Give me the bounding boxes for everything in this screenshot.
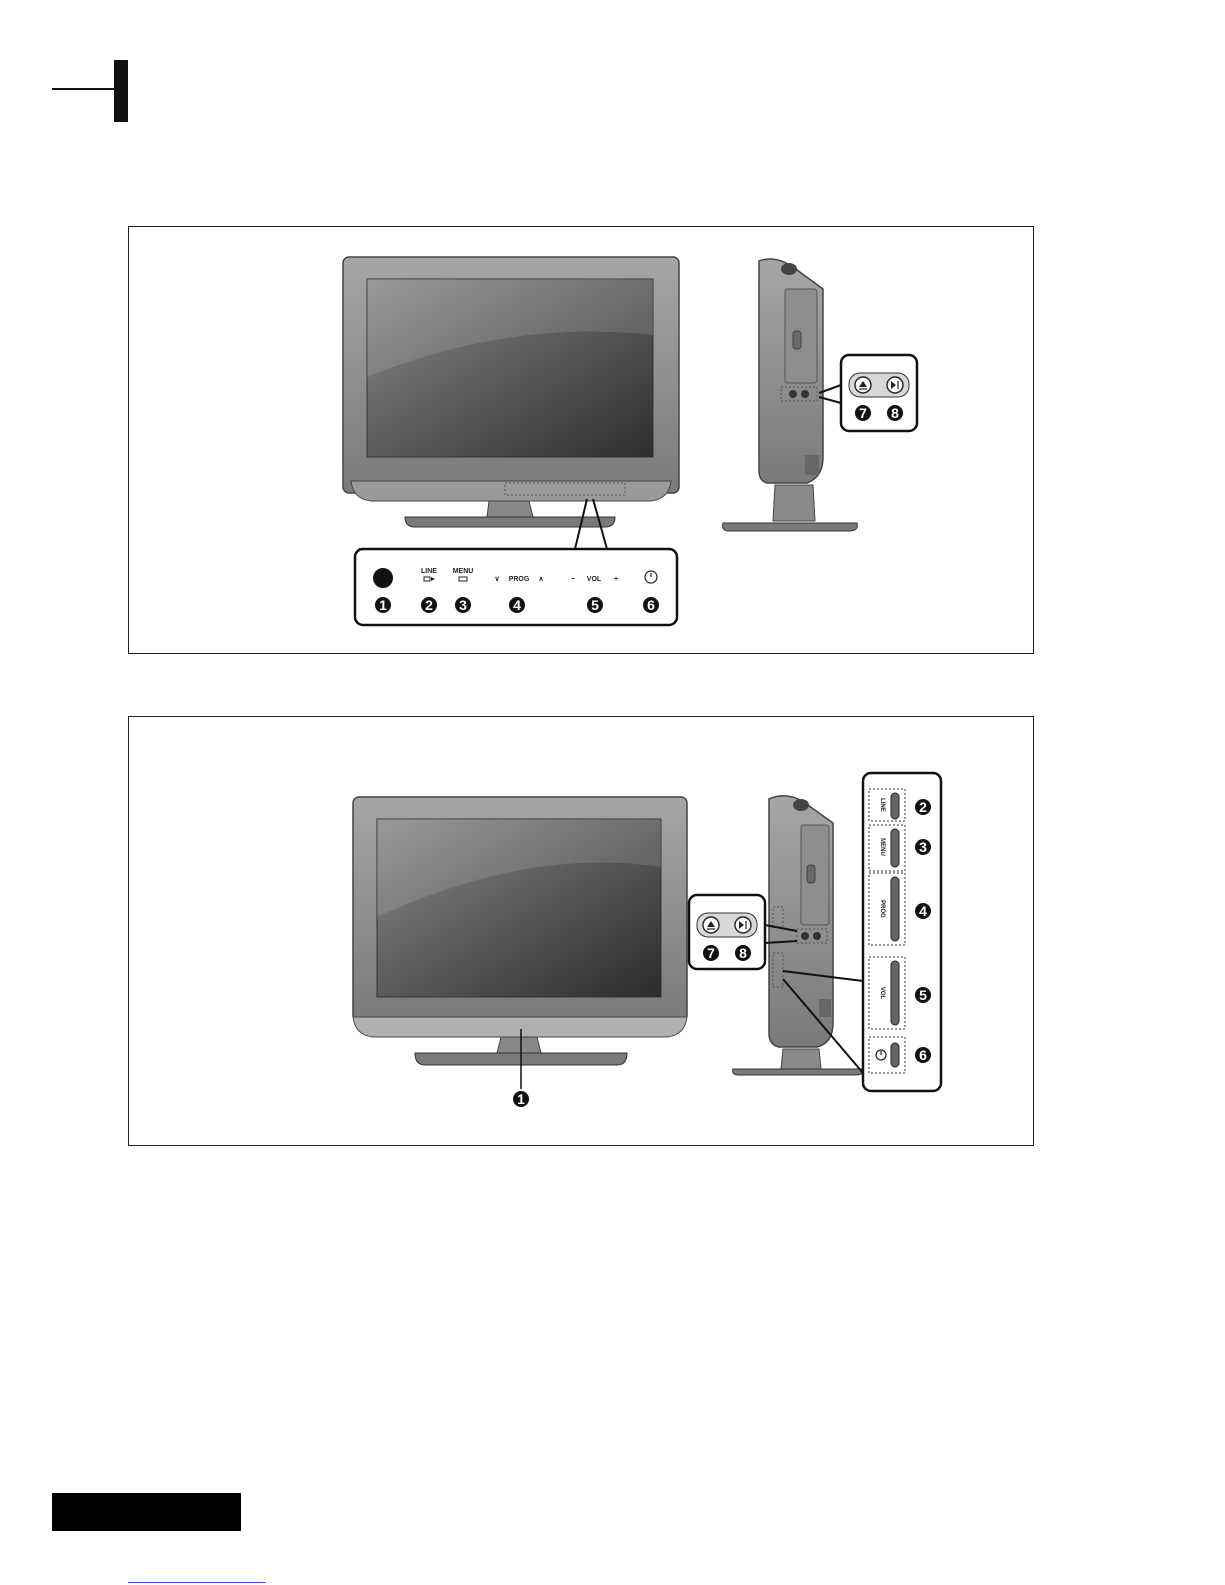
svg-text:7: 7 bbox=[707, 945, 715, 961]
tv-front-illustration bbox=[343, 257, 679, 527]
svg-text:3: 3 bbox=[459, 597, 467, 613]
footer-link-underline[interactable] bbox=[128, 1582, 266, 1583]
svg-text:6: 6 bbox=[919, 1047, 927, 1063]
vol-plus-symbol: + bbox=[614, 576, 618, 583]
remote-sensor bbox=[373, 568, 393, 588]
figure-side-controls: 1 bbox=[128, 716, 1034, 1146]
svg-text:4: 4 bbox=[919, 903, 927, 919]
callout-badge-3: 3 bbox=[915, 839, 931, 855]
callout-badge-7: 7 bbox=[703, 945, 719, 961]
svg-text:1: 1 bbox=[379, 597, 387, 613]
svg-text:1: 1 bbox=[517, 1091, 525, 1107]
front-control-strip: LINE MENU ∨ PROG ∧ − VOL + 1 2 3 4 5 6 bbox=[355, 549, 677, 625]
side-jack-callout: 7 8 bbox=[689, 895, 765, 969]
callout-badge-7: 7 bbox=[855, 405, 871, 421]
svg-text:2: 2 bbox=[425, 597, 433, 613]
callout-badge-6: 6 bbox=[915, 1047, 931, 1063]
svg-text:3: 3 bbox=[919, 839, 927, 855]
callout-badge-2: 2 bbox=[421, 597, 437, 613]
svg-text:7: 7 bbox=[859, 405, 867, 421]
callout-badge-4: 4 bbox=[509, 597, 525, 613]
svg-text:8: 8 bbox=[891, 405, 899, 421]
menu-label-vertical: MENU bbox=[879, 838, 885, 856]
prog-label-vertical: PROG bbox=[879, 900, 885, 918]
svg-text:8: 8 bbox=[739, 945, 747, 961]
svg-text:6: 6 bbox=[647, 597, 655, 613]
svg-text:4: 4 bbox=[513, 597, 521, 613]
svg-text:2: 2 bbox=[919, 799, 927, 815]
callout-badge-8: 8 bbox=[887, 405, 903, 421]
callout-badge-4: 4 bbox=[915, 903, 931, 919]
header-rule bbox=[52, 88, 116, 90]
callout-badge-5: 5 bbox=[587, 597, 603, 613]
vol-minus-symbol: − bbox=[571, 576, 575, 583]
callout-badge-8: 8 bbox=[735, 945, 751, 961]
side-control-strip: LINE MENU PROG VOL 2 3 4 5 6 bbox=[863, 773, 941, 1091]
page-footer-tab bbox=[52, 1493, 241, 1531]
callout-badge-5: 5 bbox=[915, 987, 931, 1003]
eject-icon bbox=[855, 377, 871, 393]
side-jack-callout: 7 8 bbox=[841, 355, 917, 431]
callout-badge-1: 1 bbox=[375, 597, 391, 613]
callout-badge-3: 3 bbox=[455, 597, 471, 613]
svg-text:5: 5 bbox=[919, 987, 927, 1003]
play-pause-icon bbox=[735, 917, 751, 933]
vol-label-vertical: VOL bbox=[879, 987, 885, 1000]
vol-label: VOL bbox=[587, 576, 602, 583]
line-label-vertical: LINE bbox=[879, 798, 885, 812]
menu-label: MENU bbox=[453, 568, 474, 575]
figure-front-controls: LINE MENU ∨ PROG ∧ − VOL + 1 2 3 4 5 6 bbox=[128, 226, 1034, 654]
header-marker bbox=[114, 60, 128, 122]
prog-up-symbol: ∧ bbox=[538, 576, 543, 583]
callout-badge-6: 6 bbox=[643, 597, 659, 613]
line-label: LINE bbox=[421, 568, 437, 575]
callout-badge-2: 2 bbox=[915, 799, 931, 815]
tv-side-illustration bbox=[723, 259, 858, 531]
tv-front-illustration bbox=[353, 797, 687, 1089]
play-pause-icon bbox=[887, 377, 903, 393]
eject-icon bbox=[703, 917, 719, 933]
svg-text:5: 5 bbox=[591, 597, 599, 613]
callout-badge-1: 1 bbox=[513, 1091, 529, 1107]
prog-label: PROG bbox=[509, 576, 530, 583]
prog-down-symbol: ∨ bbox=[494, 576, 499, 583]
